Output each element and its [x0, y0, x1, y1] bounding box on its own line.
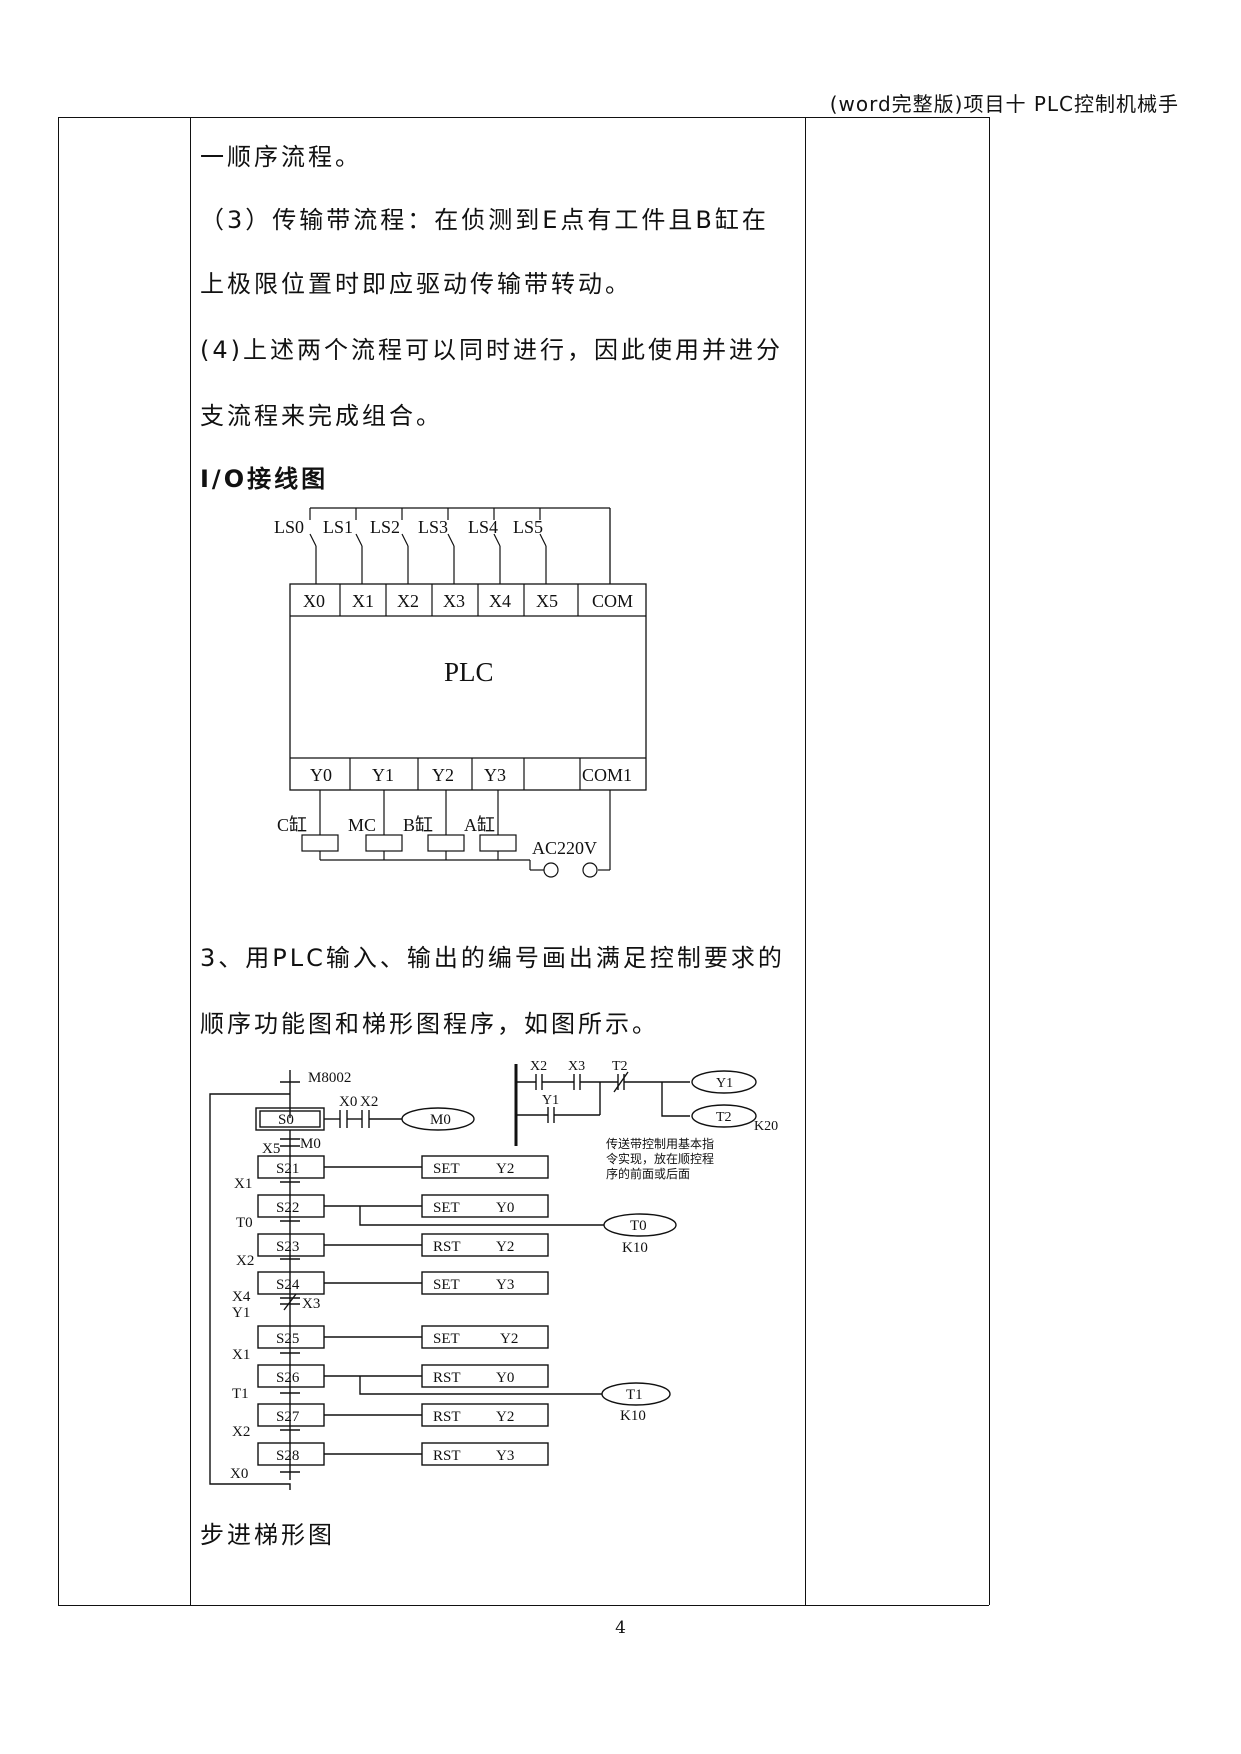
switch-label: LS3 [418, 517, 448, 537]
switch-label: LS1 [323, 517, 353, 537]
transition-label: T0 [236, 1215, 253, 1231]
input-terminal: X0 [303, 591, 325, 611]
output-terminal: Y2 [432, 765, 454, 785]
ladder-contact: Y1 [542, 1093, 559, 1108]
action-dev: Y2 [496, 1239, 514, 1255]
action-dev: Y2 [496, 1161, 514, 1177]
input-terminal: COM [592, 591, 633, 611]
switch-label: LS4 [468, 517, 498, 537]
transition-label: X0 [230, 1466, 248, 1482]
transition-label: X1 [232, 1347, 250, 1363]
table-right-border [989, 117, 990, 1605]
switch-label: LS5 [513, 517, 543, 537]
load-label: C缸 [277, 814, 307, 835]
output-terminal: Y3 [484, 765, 506, 785]
transition-label: X3 [302, 1296, 320, 1312]
timer-name: T0 [630, 1218, 647, 1234]
body-line-3: 上极限位置时即应驱动传输带转动。 [200, 270, 632, 298]
sfc-diagram: M8002 X0 X2 M0 S0 S21 S22 S23 S24 S25 S2… [209, 1060, 778, 1490]
table-divider-2 [805, 117, 806, 1605]
input-terminal: X3 [443, 591, 465, 611]
table-bottom-border [58, 1605, 989, 1606]
page-header: (word完整版)项目十 PLC控制机械手 [829, 92, 1179, 116]
timer-k: K10 [620, 1408, 646, 1424]
ladder-contact: T2 [612, 1060, 628, 1074]
load-label: MC [348, 815, 376, 835]
input-terminal: X4 [489, 591, 511, 611]
timer-k: K10 [622, 1240, 648, 1256]
action-dev: Y3 [496, 1448, 514, 1464]
step-label: S26 [276, 1370, 300, 1386]
load-label: B缸 [403, 814, 433, 835]
transition-label: X2 [232, 1424, 250, 1440]
output-terminal: Y1 [372, 765, 394, 785]
step-label: S28 [276, 1448, 299, 1464]
transition-label: X1 [234, 1176, 252, 1192]
load-label: A缸 [464, 814, 495, 835]
step-label: S23 [276, 1239, 299, 1255]
table-top-border [58, 117, 989, 118]
action-op: SET [433, 1277, 460, 1293]
io-wiring-diagram: LS0 LS1 LS2 LS3 LS4 LS5 X0 X1 X2 X3 X4 X… [274, 507, 647, 878]
ladder-note: 传送带控制用基本指 [606, 1136, 714, 1151]
body-line-2: （3）传输带流程：在侦测到E点有工件且B缸在 [200, 206, 769, 234]
action-op: SET [433, 1161, 460, 1177]
power-label: AC220V [532, 838, 597, 858]
ladder-note: 序的前面或后面 [606, 1166, 690, 1181]
action-op: RST [433, 1370, 461, 1386]
s0-contact: X2 [360, 1094, 378, 1110]
transition-label: X4 [232, 1289, 251, 1305]
page-number: 4 [615, 1618, 626, 1638]
action-op: SET [433, 1200, 460, 1216]
step-label: S22 [276, 1200, 299, 1216]
body-line-6: 3、用PLC输入、输出的编号画出满足控制要求的 [200, 944, 785, 972]
output-terminal: COM1 [582, 765, 632, 785]
step-label: S21 [276, 1161, 299, 1177]
step-label: S25 [276, 1331, 299, 1347]
timer-name: T1 [626, 1387, 643, 1403]
transition-label: T1 [232, 1386, 249, 1402]
ladder-contact: X2 [530, 1060, 547, 1074]
switch-label: LS0 [274, 517, 304, 537]
input-terminal: X2 [397, 591, 419, 611]
action-dev: Y2 [496, 1409, 514, 1425]
step-label: S24 [276, 1277, 300, 1293]
transition-label: X2 [236, 1253, 254, 1269]
table-divider-1 [190, 117, 191, 1605]
action-dev: Y0 [496, 1370, 514, 1386]
ladder-coil: Y1 [716, 1076, 733, 1091]
transition-label: Y1 [232, 1305, 250, 1321]
input-terminal: X5 [536, 591, 558, 611]
action-op: SET [433, 1331, 460, 1347]
ladder-contact: X3 [568, 1060, 585, 1074]
plc-label: PLC [444, 657, 494, 687]
body-line-7: 顺序功能图和梯形图程序，如图所示。 [200, 1010, 659, 1038]
io-heading: I/O接线图 [200, 465, 329, 493]
ladder-note: 令实现，放在顺控程 [606, 1151, 714, 1166]
action-op: RST [433, 1409, 461, 1425]
ladder-k: K20 [754, 1119, 778, 1134]
action-op: RST [433, 1239, 461, 1255]
transition-label: M0 [300, 1136, 321, 1152]
action-dev: Y0 [496, 1200, 514, 1216]
s0-contact: X0 [339, 1094, 357, 1110]
figure-caption: 步进梯形图 [200, 1521, 335, 1549]
output-terminal: Y0 [310, 765, 332, 785]
body-line-5: 支流程来完成组合。 [200, 402, 443, 430]
s0-coil: M0 [430, 1112, 451, 1128]
switch-label: LS2 [370, 517, 400, 537]
step-label: S0 [278, 1112, 294, 1128]
transition-label: X5 [262, 1141, 280, 1157]
action-dev: Y2 [500, 1331, 518, 1347]
action-op: RST [433, 1448, 461, 1464]
body-line-4: (4)上述两个流程可以同时进行，因此使用并进分 [200, 336, 783, 364]
init-contact: M8002 [308, 1070, 351, 1086]
table-left-border [58, 117, 59, 1605]
action-dev: Y3 [496, 1277, 514, 1293]
step-label: S27 [276, 1409, 300, 1425]
body-line-1: 一顺序流程。 [200, 143, 362, 171]
ladder-coil: T2 [716, 1110, 732, 1125]
input-terminal: X1 [352, 591, 374, 611]
